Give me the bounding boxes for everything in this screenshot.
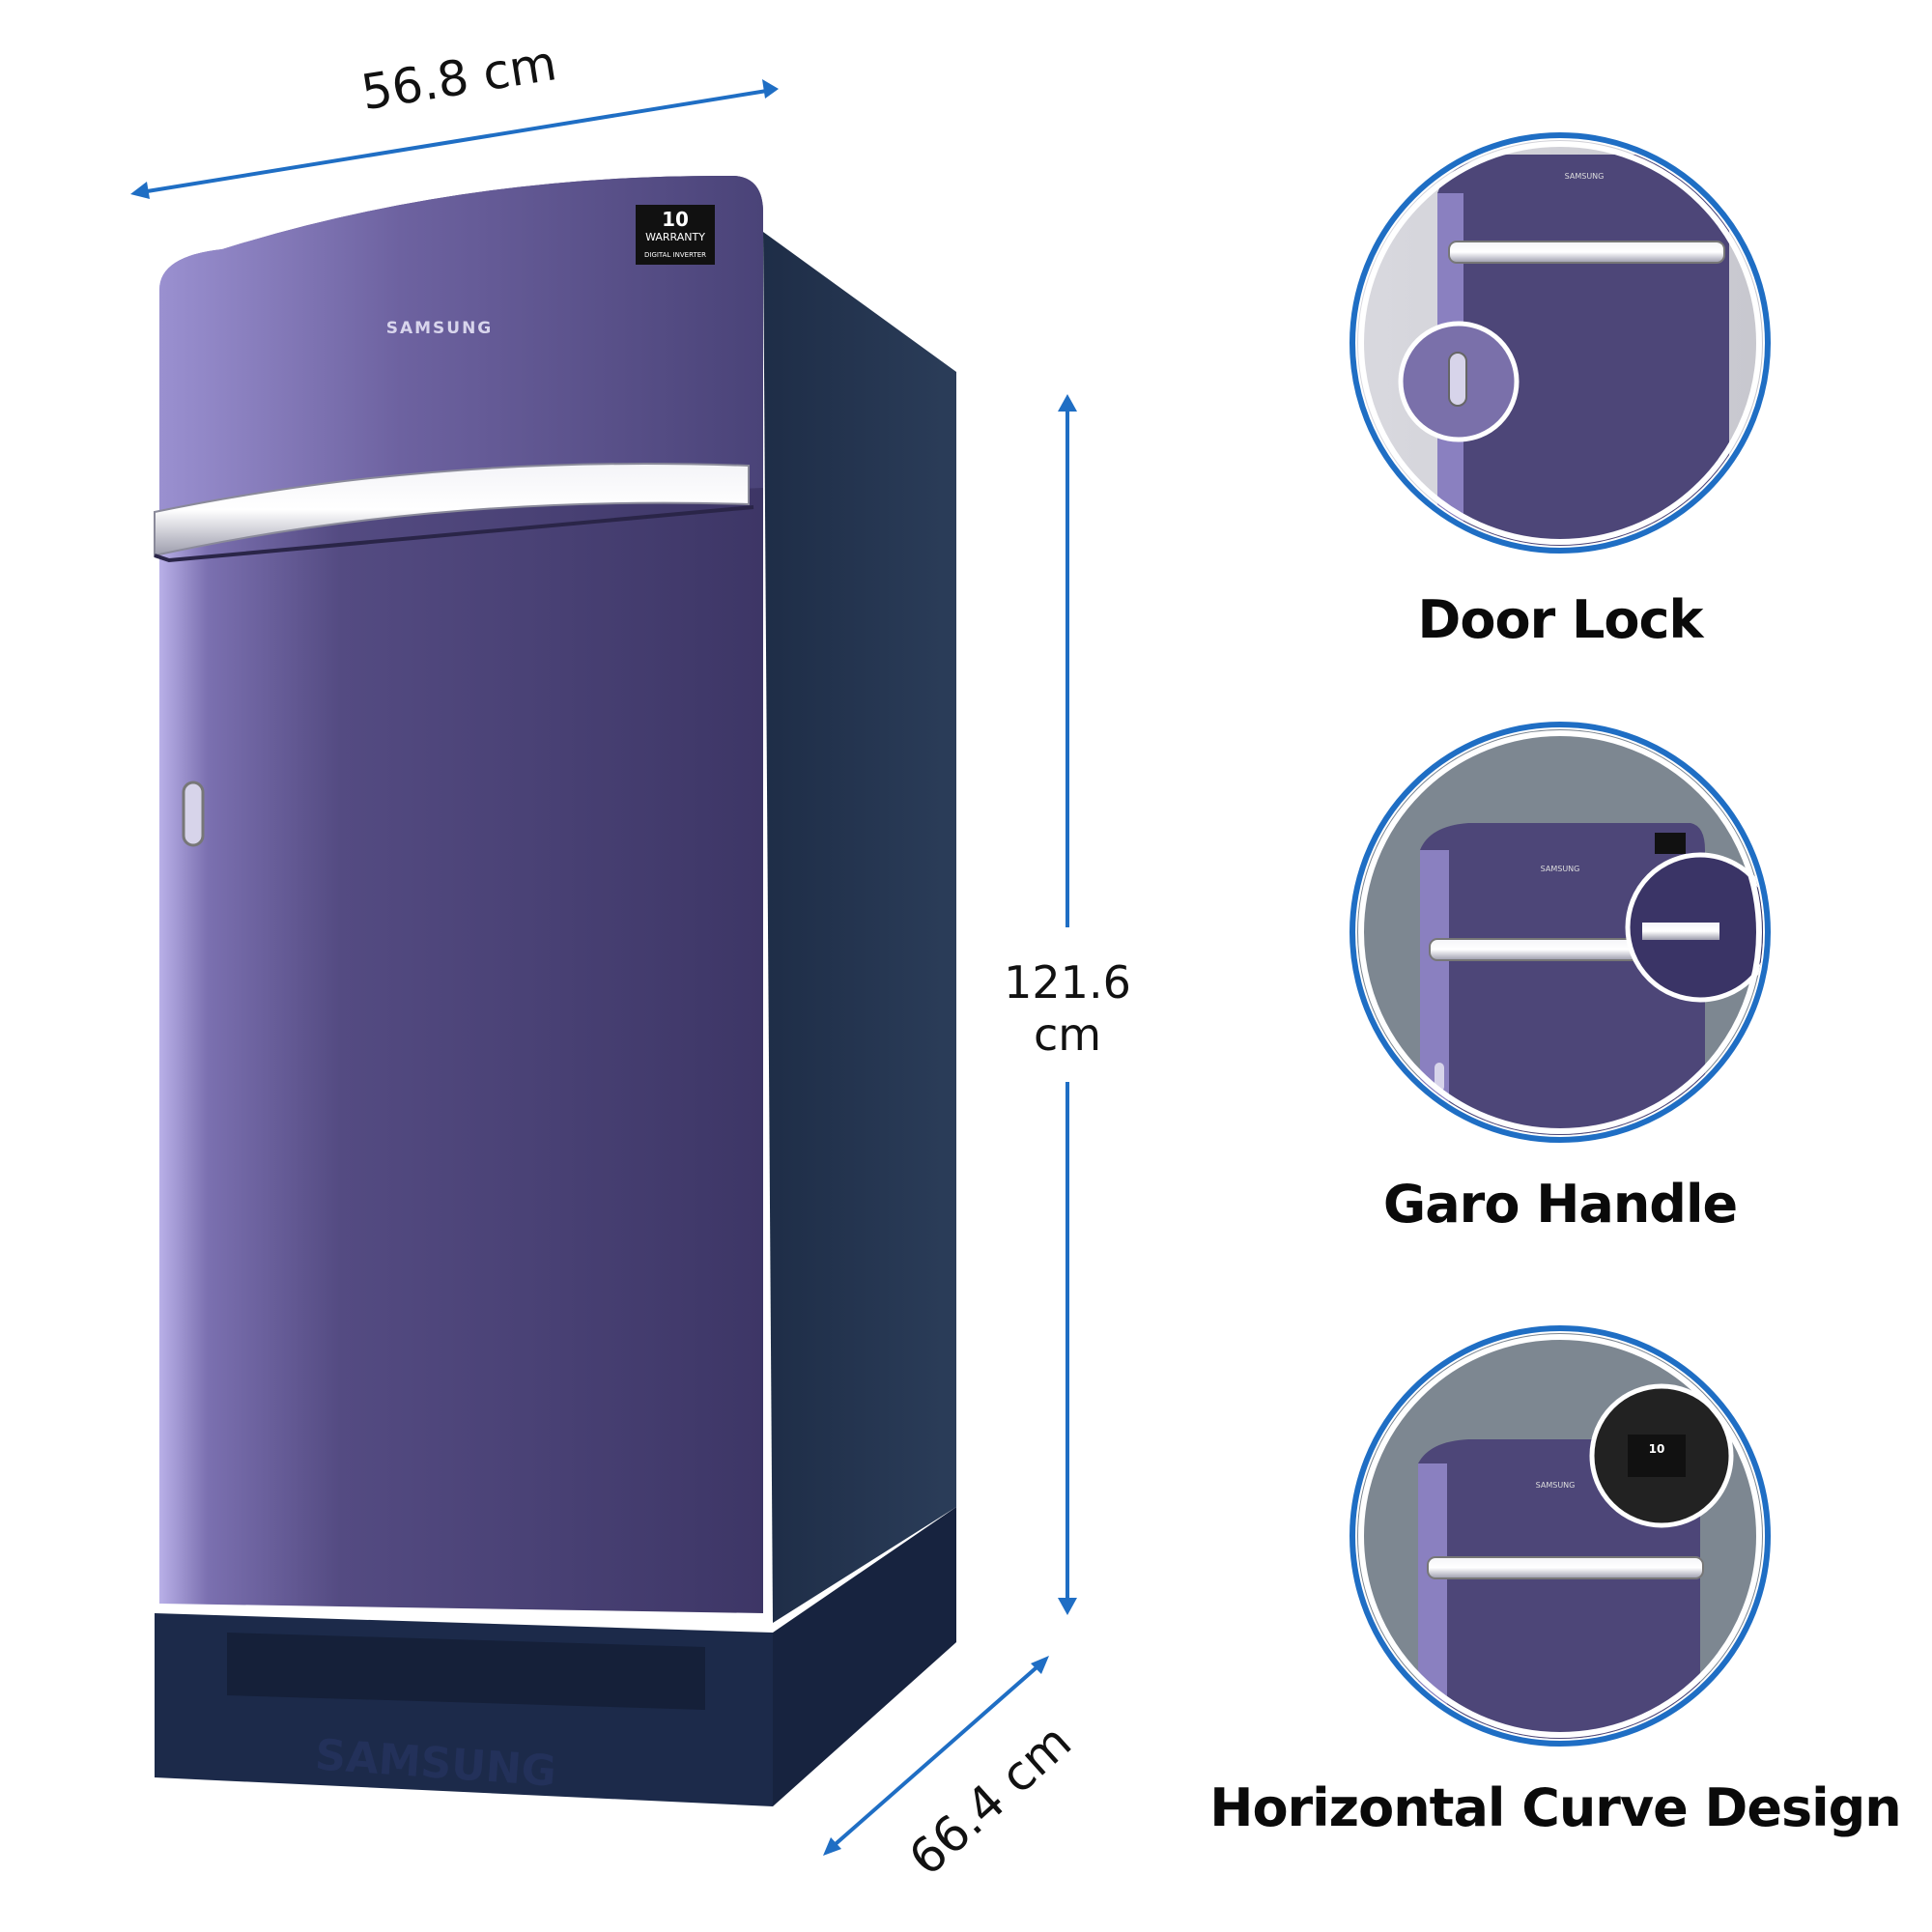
feature-circle-door-lock: SAMSUNG xyxy=(1357,140,1763,546)
width-arrow xyxy=(134,88,774,195)
svg-text:WARRANTY: WARRANTY xyxy=(645,231,705,243)
svg-text:SAMSUNG: SAMSUNG xyxy=(1536,1481,1576,1490)
height-label: 121.6 cm xyxy=(995,956,1140,1061)
feature-caption-curve-design: Horizontal Curve Design xyxy=(1209,1777,1902,1838)
depth-arrow xyxy=(827,1660,1045,1852)
door-handle xyxy=(154,463,750,557)
height-unit: cm xyxy=(1033,1009,1102,1061)
svg-text:SAMSUNG: SAMSUNG xyxy=(1565,172,1605,181)
height-value: 121.6 xyxy=(1004,956,1131,1009)
feature-caption-door-lock: Door Lock xyxy=(1417,589,1704,650)
fridge-door xyxy=(159,175,763,1614)
feature-circle-curve-design: SAMSUNG 10 xyxy=(1357,1333,1763,1739)
door-lock-icon xyxy=(182,781,205,847)
svg-text:SAMSUNG: SAMSUNG xyxy=(1541,865,1580,873)
svg-text:10: 10 xyxy=(1649,1442,1665,1456)
door-logo: SAMSUNG xyxy=(386,319,494,338)
feature-circle-garo-handle: SAMSUNG xyxy=(1357,729,1763,1135)
svg-text:10: 10 xyxy=(662,208,689,231)
warranty-badge xyxy=(636,205,715,265)
fridge-side-panel xyxy=(763,232,956,1623)
svg-text:DIGITAL INVERTER: DIGITAL INVERTER xyxy=(644,251,706,259)
feature-caption-garo-handle: Garo Handle xyxy=(1382,1174,1738,1235)
